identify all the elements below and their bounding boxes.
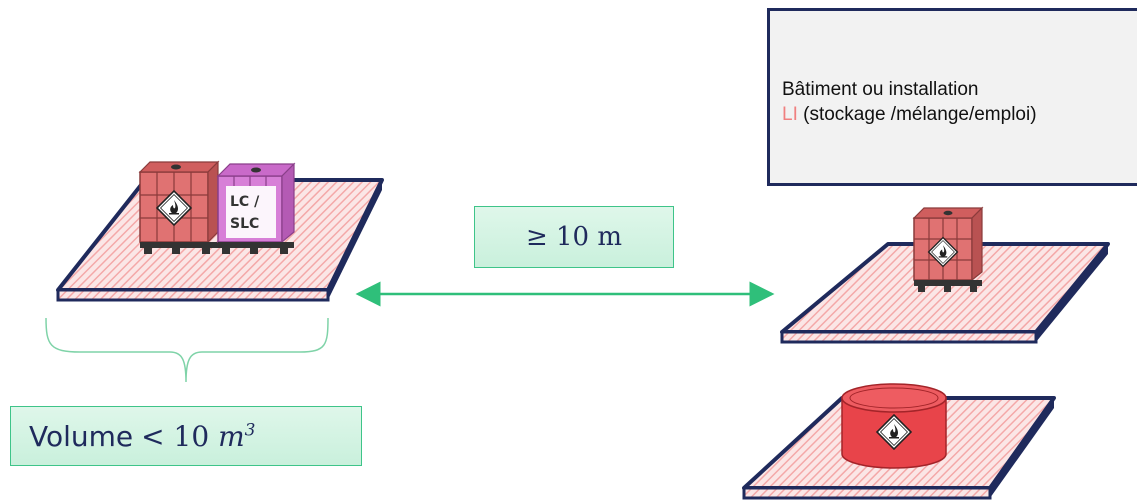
li-highlight: LI — [782, 104, 798, 125]
red-ibc-container — [138, 160, 220, 254]
building-installation-box: Bâtiment ou installation LI (stockage /m… — [767, 8, 1137, 186]
curly-brace-icon — [45, 317, 329, 383]
red-ibc-container-right — [912, 206, 984, 292]
building-description: Bâtiment ou installation LI (stockage /m… — [782, 77, 1037, 127]
volume-word: Volume — [29, 419, 134, 453]
building-line2-rest: (stockage /mélange/emploi) — [797, 104, 1037, 125]
purple-ibc-container: LC / SLC — [216, 162, 296, 254]
distance-symbol: ≥ — [525, 222, 548, 252]
volume-exponent: 3 — [244, 420, 256, 441]
volume-label: Volume < 10 m3 — [10, 406, 362, 466]
building-line2: LI (stockage /mélange/emploi) — [782, 102, 1037, 127]
distance-label: ≥ 10 m — [474, 206, 674, 268]
building-line1: Bâtiment ou installation — [782, 79, 979, 100]
container-label-line1: LC / — [230, 194, 260, 210]
volume-value: 10 — [173, 419, 210, 453]
distance-value: 10 m — [556, 222, 623, 252]
volume-unit: m — [218, 419, 245, 453]
volume-expression: < 10 m3 — [141, 420, 255, 453]
container-label-line2: SLC — [230, 216, 259, 232]
red-drum-container — [841, 383, 947, 469]
volume-operator: < — [141, 419, 165, 453]
